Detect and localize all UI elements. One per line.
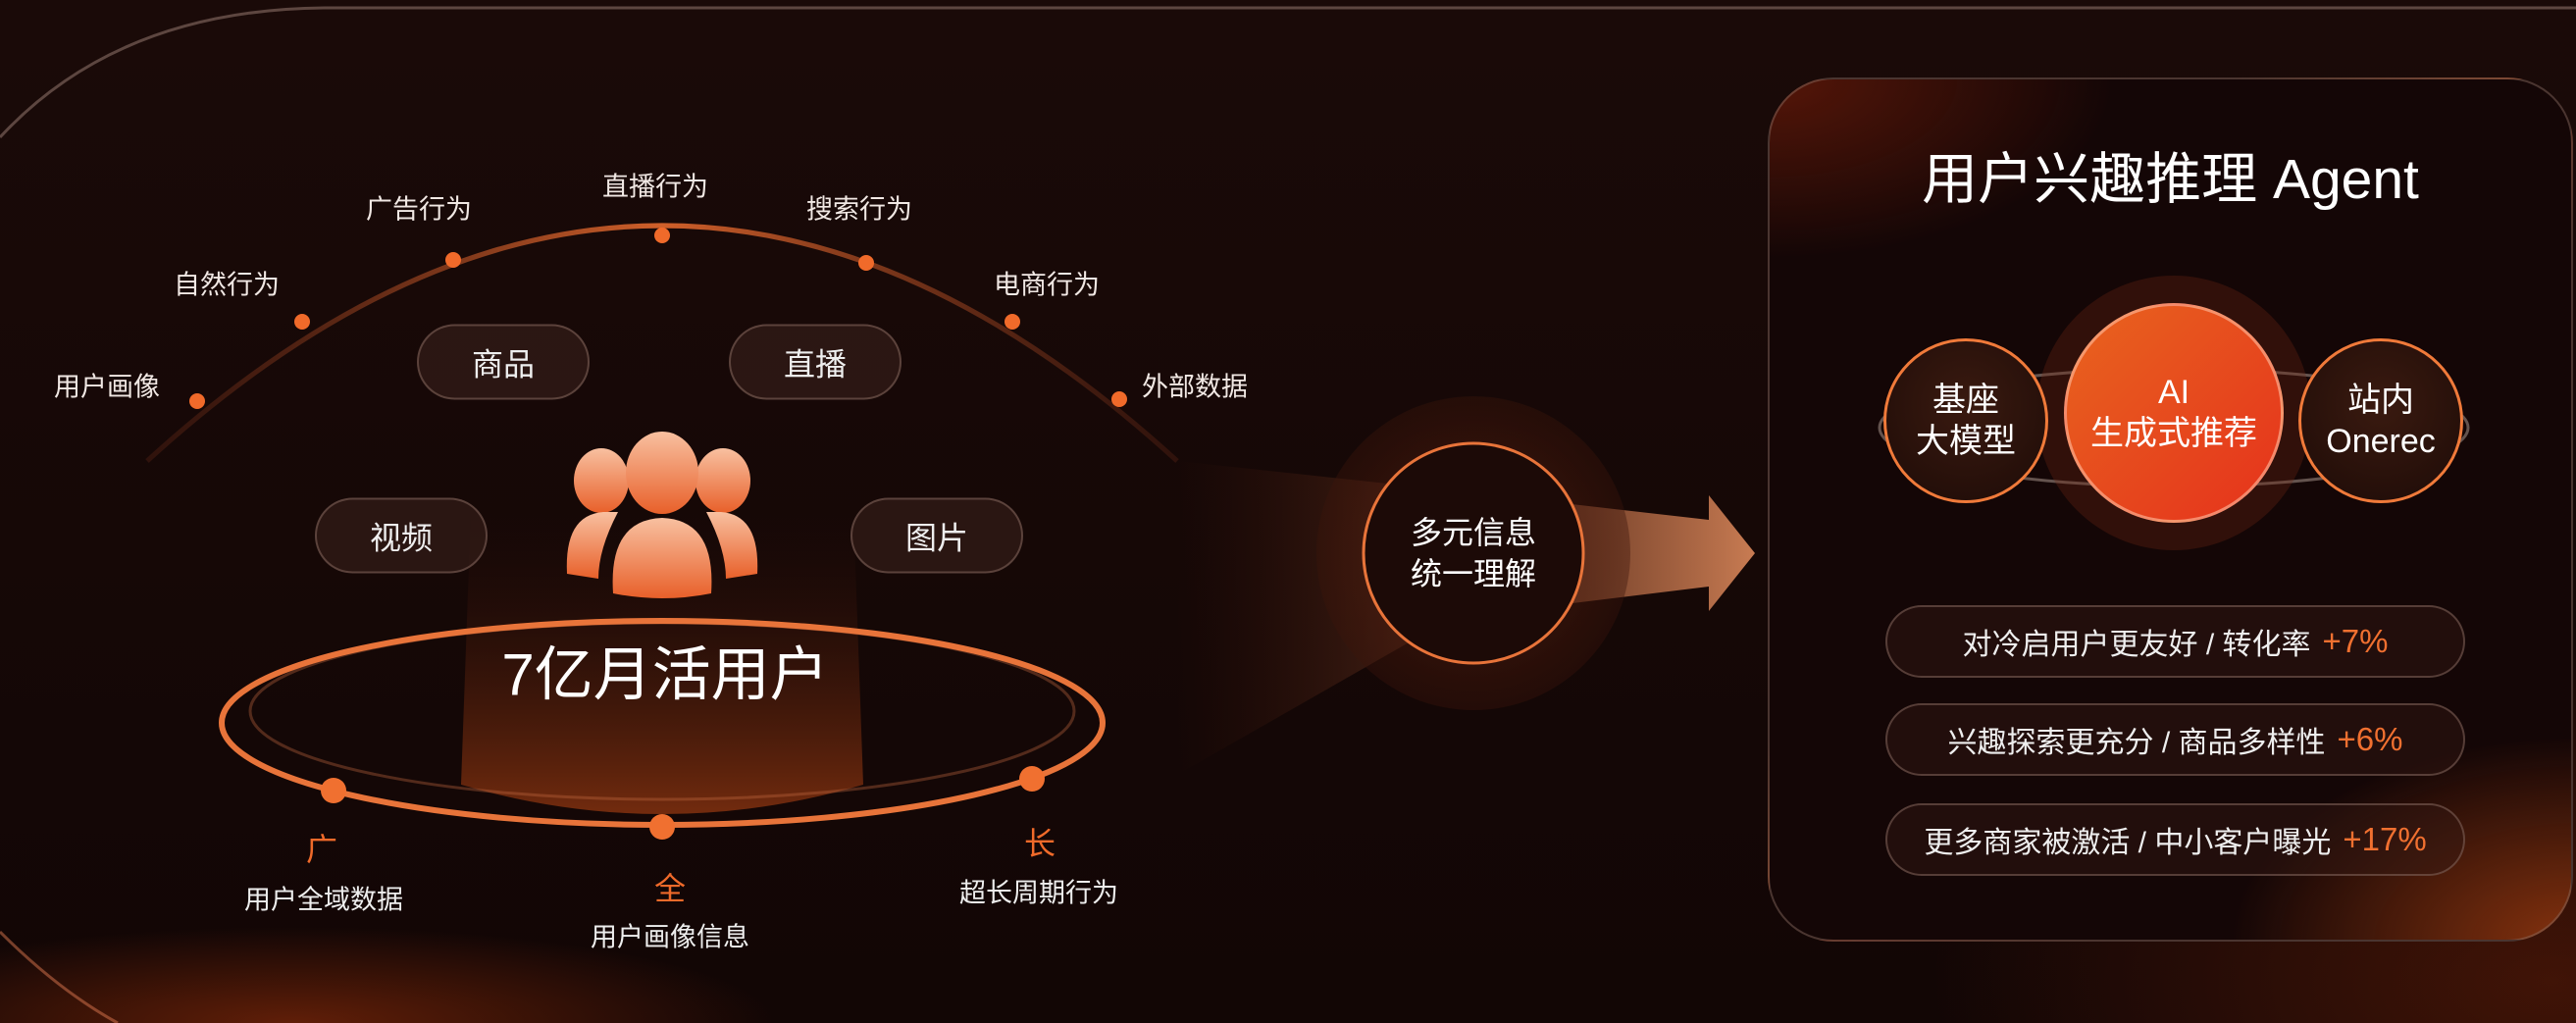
arc-label: 搜索行为 [806, 194, 912, 225]
agent-panel: 用户兴趣推理 Agent AI 生成式推荐 基座 大模型 站内 Onerec 对… [1768, 77, 2573, 942]
feature-key: 全 [653, 871, 687, 906]
frame-outline [0, 6, 2576, 139]
feature-desc: 用户全域数据 [244, 885, 403, 915]
onerec-circle: 站内 Onerec [2298, 338, 2463, 503]
circle-line1: 基座 [1932, 382, 1999, 419]
arc-label: 电商行为 [994, 270, 1100, 300]
feature-desc: 超长周期行为 [959, 878, 1118, 908]
circle-line2: Onerec [2326, 423, 2436, 460]
center-title: 7亿月活用户 [501, 641, 829, 708]
users-icon [566, 432, 758, 598]
arc-label: 自然行为 [174, 270, 280, 300]
pill-video: 视频 [315, 497, 488, 574]
ai-generative-circle: AI 生成式推荐 [2064, 303, 2284, 523]
frame-bottom-arc [0, 930, 119, 1023]
merge-line1: 多元信息 [1410, 515, 1537, 550]
stat-pill: 兴趣探索更充分 / 商品多样性 +6% [1885, 703, 2465, 776]
stat-pill: 对冷启用户更友好 / 转化率 +7% [1885, 605, 2465, 678]
merge-line2: 统一理解 [1410, 556, 1537, 591]
stat-pill: 更多商家被激活 / 中小客户曝光 +17% [1885, 803, 2465, 876]
feature-desc: 用户画像信息 [591, 922, 749, 952]
circle-line2: 大模型 [1916, 423, 2016, 460]
stat-text: 更多商家被激活 / 中小客户曝光 [1924, 827, 2332, 859]
stat-value: +7% [2322, 623, 2389, 659]
arc-dots [189, 228, 1127, 409]
stat-text: 对冷启用户更友好 / 转化率 [1962, 629, 2311, 661]
data-arc [145, 223, 1179, 463]
pill-live: 直播 [729, 324, 902, 400]
base-model-circle: 基座 大模型 [1883, 338, 2048, 503]
pill-product: 商品 [417, 324, 590, 400]
merge-label: 多元信息 统一理解 [1411, 512, 1536, 594]
stat-text: 兴趣探索更充分 / 商品多样性 [1947, 727, 2326, 759]
arc-label: 广告行为 [366, 194, 472, 225]
cup-glow [461, 510, 863, 814]
circle-line1: 站内 [2347, 382, 2414, 419]
circle-line1: AI [2157, 374, 2190, 411]
arc-label: 直播行为 [602, 172, 708, 202]
circle-line2: 生成式推荐 [2090, 415, 2257, 452]
ring-dots [321, 766, 1045, 840]
stat-value: +6% [2337, 721, 2403, 757]
feature-key: 长 [1023, 826, 1056, 861]
stat-value: +17% [2343, 821, 2427, 857]
pill-image: 图片 [850, 497, 1023, 574]
feature-key: 广 [305, 832, 338, 867]
panel-title: 用户兴趣推理 Agent [1922, 148, 2419, 211]
merge-circle [1362, 441, 1585, 665]
arc-label: 用户画像 [54, 372, 160, 402]
arc-label: 外部数据 [1142, 372, 1248, 402]
